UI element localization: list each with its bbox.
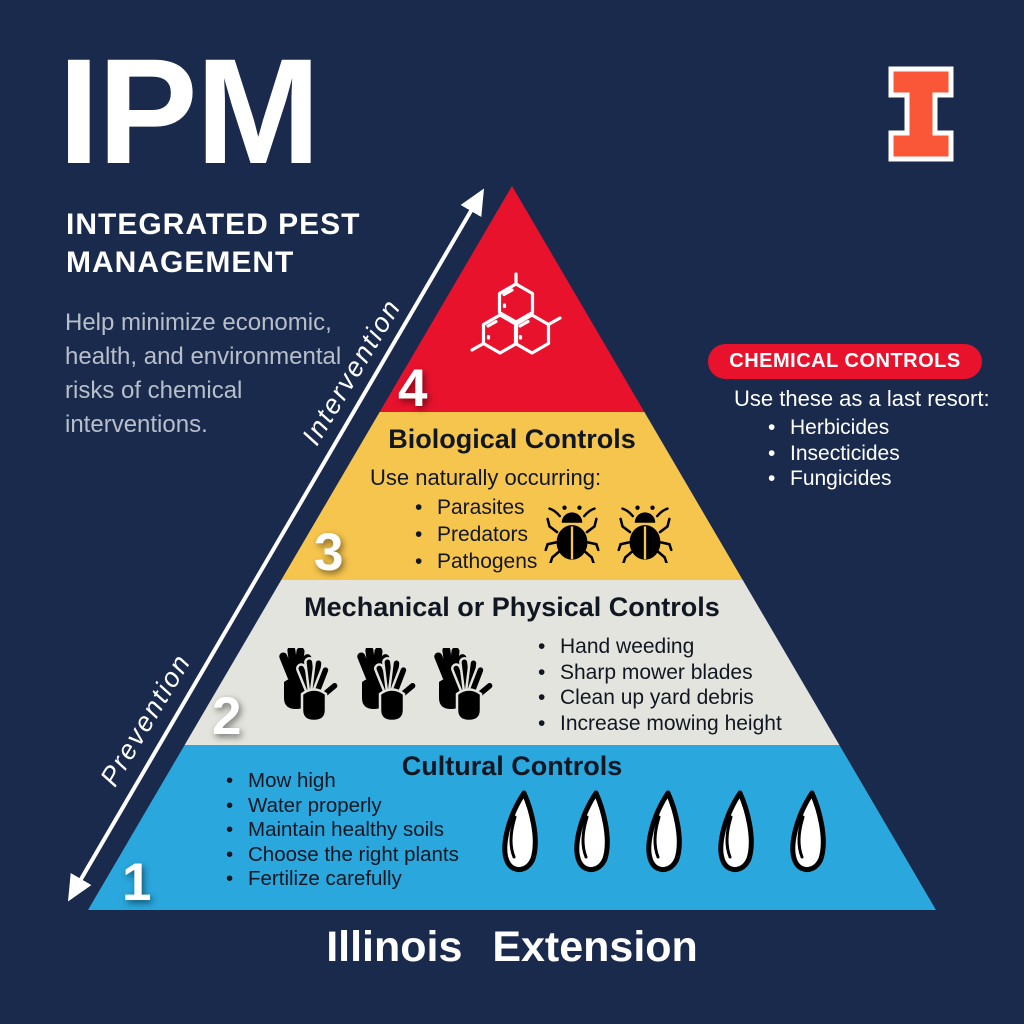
level-2-number: 2 [212,687,242,746]
intro-description: Help minimize economic, health, and envi… [65,306,341,442]
callout-intro: Use these as a last resort: [734,386,990,411]
molecule-icon [470,272,562,355]
bullet-item: Insecticides [766,441,900,467]
description-line: risks of chemical [65,377,243,404]
bullet-item: Herbicides [766,415,900,441]
callout-bullet-list: Herbicides Insecticides Fungicides [766,415,900,492]
level-1-title: Cultural Controls [401,751,623,781]
level-1-bullet-list: Mow high Water properly Maintain healthy… [224,769,459,892]
level-1-number: 1 [122,853,152,912]
bullet-item: Choose the right plants [224,843,459,868]
bullet-item: Parasites [413,494,537,521]
level-3-number: 3 [314,523,344,582]
level-2-title: Mechanical or Physical Controls [304,592,720,622]
brand-wordmark: Illinois Extension [326,923,698,971]
description-line: health, and environmental [65,343,342,370]
chemical-controls-badge: CHEMICAL CONTROLS [708,344,982,379]
beetle-icon [544,504,600,563]
level-1-cultural-band: Cultural Controls Mow high Water properl… [88,745,936,910]
glove-icon [433,648,495,723]
seed-icon [642,789,686,881]
seed-icon [786,789,830,881]
bullet-item: Hand weeding [536,634,782,660]
subtitle-line-1: INTEGRATED PEST [66,208,361,241]
bullet-item: Sharp mower blades [536,660,782,686]
level-3-intro: Use naturally occurring: [370,465,602,490]
glove-icon [356,648,418,723]
seed-icon [498,789,542,881]
page-subtitle: INTEGRATED PEST MANAGEMENT [66,206,360,282]
bullet-item: Clean up yard debris [536,685,782,711]
level-4-number: 4 [398,359,428,418]
bullet-item: Pathogens [413,548,537,575]
ipm-pyramid: Biological Controls Use naturally occurr… [88,186,936,910]
bullet-item: Increase mowing height [536,711,782,737]
seed-icon [570,789,614,881]
bullet-item: Fertilize carefully [224,867,459,892]
bullet-item: Water properly [224,794,459,819]
bullet-item: Fungicides [766,466,900,492]
seed-icon [714,789,758,881]
page-title: IPM [58,27,321,195]
glove-icon [278,648,340,723]
level-2-bullet-list: Hand weeding Sharp mower blades Clean up… [536,634,782,736]
illinois-block-i-logo [888,66,954,162]
bullet-item: Mow high [224,769,459,794]
subtitle-line-2: MANAGEMENT [66,246,295,279]
bullet-item: Maintain healthy soils [224,818,459,843]
beetle-icon [617,504,673,563]
description-line: Help minimize economic, [65,309,332,336]
level-3-bullet-list: Parasites Predators Pathogens [413,494,537,575]
bullet-item: Predators [413,521,537,548]
